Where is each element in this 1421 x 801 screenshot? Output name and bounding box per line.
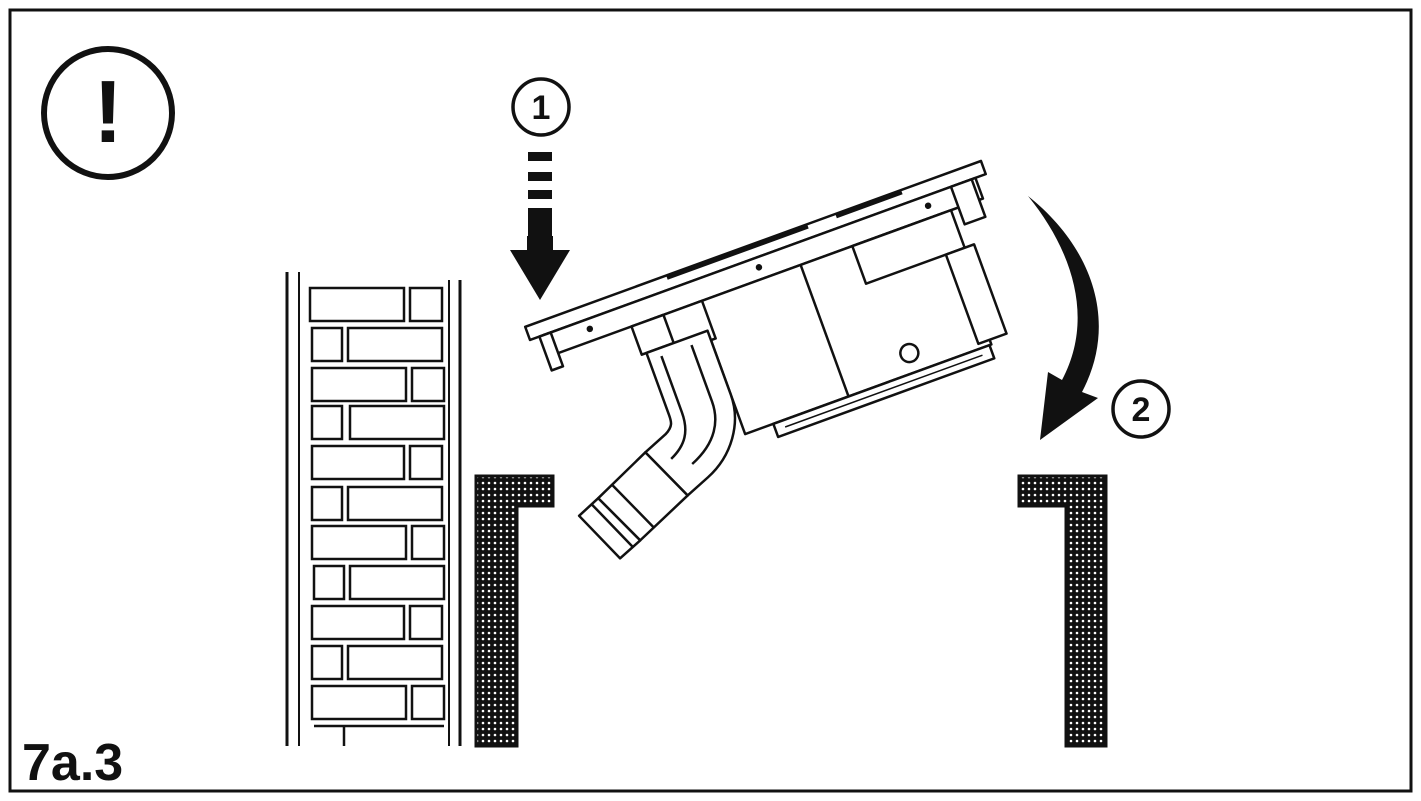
warning-symbol: ! xyxy=(93,62,122,161)
cooktop-unit xyxy=(523,159,1008,560)
step-2-badge: 2 xyxy=(1111,379,1171,439)
step-1-number: 1 xyxy=(532,89,551,127)
curved-arrow-icon xyxy=(1028,196,1099,440)
step-2-number: 2 xyxy=(1132,391,1151,429)
cutout-edge-left xyxy=(474,474,555,748)
warning-icon: ! xyxy=(41,46,175,180)
figure-label: 7a.3 xyxy=(22,734,123,792)
step-1-badge: 1 xyxy=(511,77,571,137)
cutout-edge-right xyxy=(1017,474,1108,748)
down-arrow-icon xyxy=(510,152,570,300)
brick-wall xyxy=(285,272,462,746)
